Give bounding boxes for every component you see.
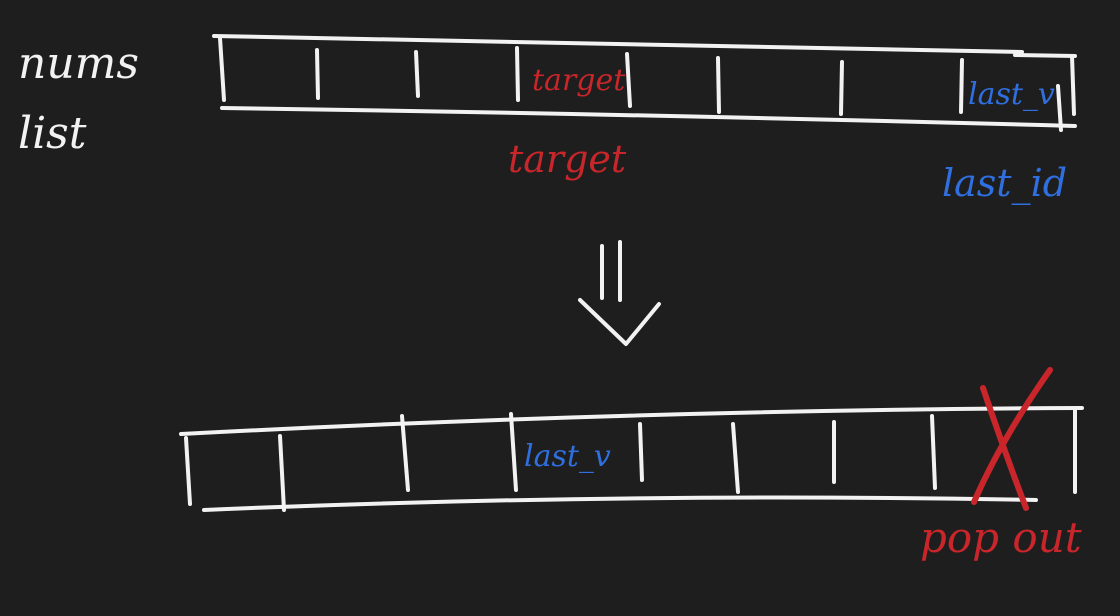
top-array-left-edge [218, 36, 226, 102]
top-array-right-edge [1070, 54, 1076, 116]
top-array-divider [1056, 84, 1063, 132]
bottom-array-divider [509, 412, 518, 492]
top-array-divider [716, 56, 721, 114]
down-arrow-icon [578, 240, 661, 346]
pop-out-label: pop out [920, 513, 1082, 562]
bottom-array-divider [400, 414, 410, 492]
top-target-in-cell: target [532, 63, 626, 98]
x-mark-icon [971, 367, 1053, 511]
bottom-array-divider [638, 422, 644, 482]
last-id-label: last_id [942, 161, 1067, 206]
label-nums: nums [18, 38, 139, 89]
top-array-bottom-edge [220, 106, 1077, 128]
label-list: list [18, 108, 87, 159]
top-array-divider [839, 60, 844, 116]
bottom-array-divider [930, 414, 937, 490]
bottom-array-left-edge [184, 436, 192, 506]
top-array-top-edge [212, 34, 1024, 54]
top-last-v: last_v [968, 77, 1055, 112]
bottom-array-divider [731, 422, 740, 494]
bottom-last-v: last_v [524, 439, 611, 474]
top-array-end-cap [1013, 53, 1077, 58]
top-array [212, 34, 1077, 132]
bottom-array [179, 406, 1084, 512]
top-array-divider [625, 52, 632, 108]
target-index-label: target [508, 137, 627, 181]
top-array-divider [959, 58, 964, 114]
top-array-divider [315, 48, 320, 100]
bottom-array-divider [278, 434, 286, 512]
top-array-divider [414, 50, 420, 98]
bottom-array-top-edge [179, 406, 1084, 436]
top-array-divider [515, 46, 520, 102]
bottom-array-bottom-edge [202, 495, 1038, 512]
